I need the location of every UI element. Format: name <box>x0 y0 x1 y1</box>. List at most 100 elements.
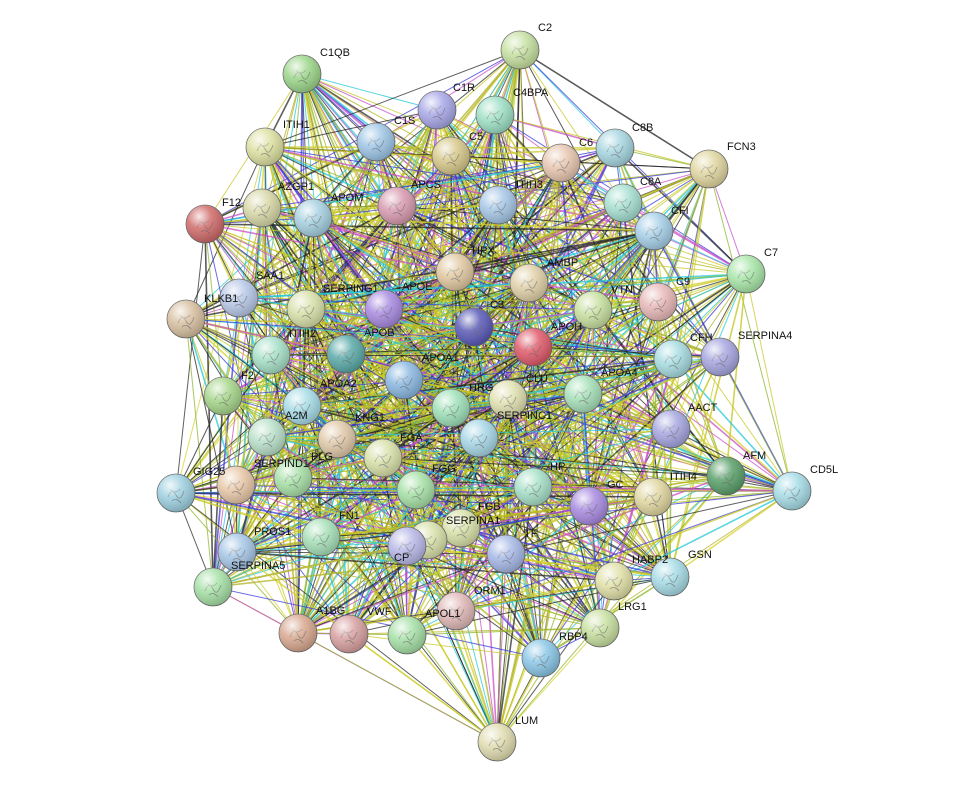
node-vwf[interactable]: VWF <box>329 606 392 654</box>
node-saa1[interactable]: SAA1 <box>219 270 284 318</box>
node-label: SERPINC1 <box>497 410 552 422</box>
edge-CFH-APOA2 <box>301 358 674 407</box>
edge-SERPINC1-LUM <box>478 437 498 743</box>
node-fga[interactable]: FGA <box>363 432 423 478</box>
node-apob[interactable]: APOB <box>326 327 395 374</box>
node-hp[interactable]: HP <box>513 461 565 507</box>
node-a1bg[interactable]: A1BG <box>278 605 345 653</box>
node-cfi[interactable]: CFI <box>634 205 689 251</box>
node-cfh[interactable]: CFH <box>653 332 713 379</box>
edge-KNG1-AFM <box>336 438 727 477</box>
node-c1qb[interactable]: C1QB <box>282 47 350 94</box>
node-lrg1[interactable]: LRG1 <box>580 601 647 648</box>
edge-C7-CD5L <box>745 273 793 492</box>
node-sheen <box>514 328 552 366</box>
node-apoa2[interactable]: APOA2 <box>282 378 357 426</box>
node-label: KNG1 <box>355 412 385 424</box>
node-pros1[interactable]: PROS1 <box>217 526 291 572</box>
edge-ITIH3-SERPING1 <box>305 204 499 310</box>
node-c2[interactable]: C2 <box>500 22 552 70</box>
node-label: GSN <box>688 549 712 561</box>
node-itih4[interactable]: ITIH4 <box>633 471 697 517</box>
node-ambp[interactable]: AMBP <box>509 257 578 303</box>
node-kng1[interactable]: KNG1 <box>317 412 385 459</box>
node-label: SERPINA5 <box>231 560 285 572</box>
node-apol1[interactable]: APOL1 <box>387 608 460 655</box>
node-itih2[interactable]: ITIH2 <box>251 328 316 375</box>
node-cd5l[interactable]: CD5L <box>772 464 838 511</box>
node-apoa4[interactable]: APOA4 <box>563 367 638 414</box>
node-c8b[interactable]: C8B <box>595 122 653 168</box>
node-azgp1[interactable]: AZGP1 <box>242 181 314 228</box>
node-sheen <box>194 568 232 606</box>
node-serpinc1[interactable]: SERPINC1 <box>459 410 552 458</box>
node-c1r[interactable]: C1R <box>417 82 475 130</box>
edge-A1BG-LUM <box>297 632 498 743</box>
node-hrg[interactable]: HRG <box>431 382 493 428</box>
node-sheen <box>773 472 811 510</box>
node-c9[interactable]: C9 <box>638 276 690 322</box>
node-orm1[interactable]: ORM1 <box>436 585 506 631</box>
node-clu[interactable]: CLU <box>488 373 548 419</box>
node-apoh[interactable]: APOH <box>513 321 582 367</box>
node-rbp4[interactable]: RBP4 <box>521 631 588 678</box>
node-serpina4[interactable]: SERPINA4 <box>700 330 792 377</box>
node-fgb[interactable]: FGB <box>441 501 501 548</box>
edge-CD5L-GSN <box>669 490 793 578</box>
node-serpina5[interactable]: SERPINA5 <box>193 560 285 607</box>
node-c7[interactable]: C7 <box>726 247 778 294</box>
edge-C8A-APOM <box>312 202 624 219</box>
node-lum[interactable]: LUM <box>477 715 538 762</box>
node-gsn[interactable]: GSN <box>650 549 712 597</box>
node-label: RBP4 <box>559 631 588 643</box>
node-f12[interactable]: F12 <box>185 197 241 244</box>
node-aact[interactable]: AACT <box>651 402 718 449</box>
node-c6[interactable]: C6 <box>541 137 593 183</box>
node-label: KLKB1 <box>204 293 238 305</box>
edge-C2-C8A <box>519 49 624 204</box>
node-sheen <box>581 609 619 647</box>
edge-AACT-SERPINA5 <box>212 428 672 588</box>
edge-FGG-VWF <box>348 489 417 635</box>
node-label: FN1 <box>339 510 360 522</box>
node-c4bpa[interactable]: C4BPA <box>475 87 549 135</box>
node-c8a[interactable]: C8A <box>603 176 662 223</box>
node-gc[interactable]: GC <box>569 479 624 526</box>
node-f2[interactable]: F2 <box>203 370 254 416</box>
node-serping1[interactable]: SERPING1 <box>286 283 379 329</box>
node-cp[interactable]: CP <box>387 526 427 566</box>
node-fgg[interactable]: FGG <box>396 463 456 510</box>
node-label: C9 <box>676 276 690 288</box>
edge-APOL1-LRG1 <box>406 627 601 636</box>
node-klkb1[interactable]: KLKB1 <box>166 293 238 339</box>
node-sheen <box>283 55 321 93</box>
node-sheen <box>204 377 242 415</box>
node-tf[interactable]: TF <box>486 528 538 574</box>
node-apoa1[interactable]: APOA1 <box>384 352 459 400</box>
node-gig25[interactable]: GIG25 <box>156 466 225 513</box>
node-itih3[interactable]: ITIH3 <box>478 179 543 225</box>
node-fcn3[interactable]: FCN3 <box>689 141 756 189</box>
node-sheen <box>479 186 517 224</box>
node-habp2[interactable]: HABP2 <box>594 554 668 601</box>
node-apcs[interactable]: APCS <box>377 179 441 226</box>
edge-F2-HRG <box>222 395 452 409</box>
node-vtn[interactable]: VTN <box>573 284 633 330</box>
edge-KLKB1-C3 <box>185 318 475 328</box>
node-apom[interactable]: APOM <box>293 192 363 238</box>
node-c1s[interactable]: C1S <box>356 115 415 162</box>
node-apoe[interactable]: APOE <box>364 281 433 329</box>
node-label: HABP2 <box>632 554 668 566</box>
node-label: SAA1 <box>256 270 284 282</box>
node-afm[interactable]: AFM <box>706 450 766 496</box>
node-fn1[interactable]: FN1 <box>301 510 360 557</box>
node-label: C2 <box>538 22 552 34</box>
node-c5[interactable]: C5 <box>431 131 483 176</box>
node-a2m[interactable]: A2M <box>247 410 308 457</box>
node-plg[interactable]: PLG <box>273 451 333 498</box>
node-serpind1[interactable]: SERPIND1 <box>216 458 309 505</box>
node-c3[interactable]: C3 <box>454 299 504 347</box>
node-hpx[interactable]: HPX <box>435 245 495 292</box>
node-itih1[interactable]: ITIH1 <box>245 119 310 167</box>
